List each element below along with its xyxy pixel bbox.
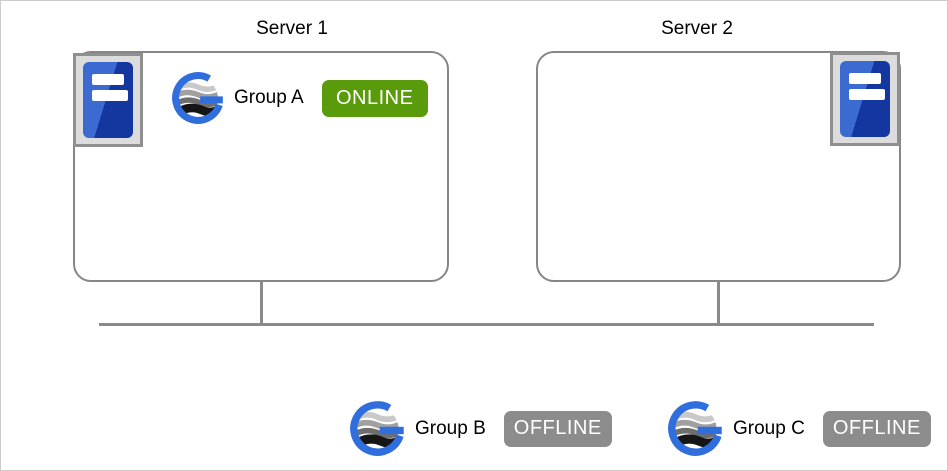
server-slot	[92, 74, 124, 85]
group-b-label: Group B	[415, 417, 486, 439]
server-icon	[73, 53, 143, 147]
server1-title: Server 1	[256, 18, 328, 39]
availability-group-globe-icon	[171, 71, 225, 125]
group-a-status-badge: ONLINE	[321, 79, 428, 117]
network-bus-line	[99, 323, 874, 326]
server2-title: Server 2	[661, 18, 733, 39]
group-b-row: Group B OFFLINE	[349, 400, 612, 457]
server1-connector-line	[260, 281, 263, 325]
server-slot	[92, 90, 128, 101]
group-c-label: Group C	[733, 417, 805, 439]
group-c-status-badge: OFFLINE	[822, 410, 931, 447]
group-a-label: Group A	[234, 87, 304, 108]
server-icon	[830, 52, 900, 146]
group-b-status-badge: OFFLINE	[503, 410, 612, 447]
availability-group-globe-icon	[667, 400, 724, 457]
server-slot	[849, 89, 885, 100]
server2-connector-line	[717, 281, 720, 325]
server-slot	[849, 73, 881, 84]
server-tower	[83, 62, 133, 138]
group-c-row: Group C OFFLINE	[667, 400, 931, 457]
server-tower	[840, 61, 890, 137]
group-a-row: Group A ONLINE	[171, 71, 428, 125]
availability-group-globe-icon	[349, 400, 406, 457]
